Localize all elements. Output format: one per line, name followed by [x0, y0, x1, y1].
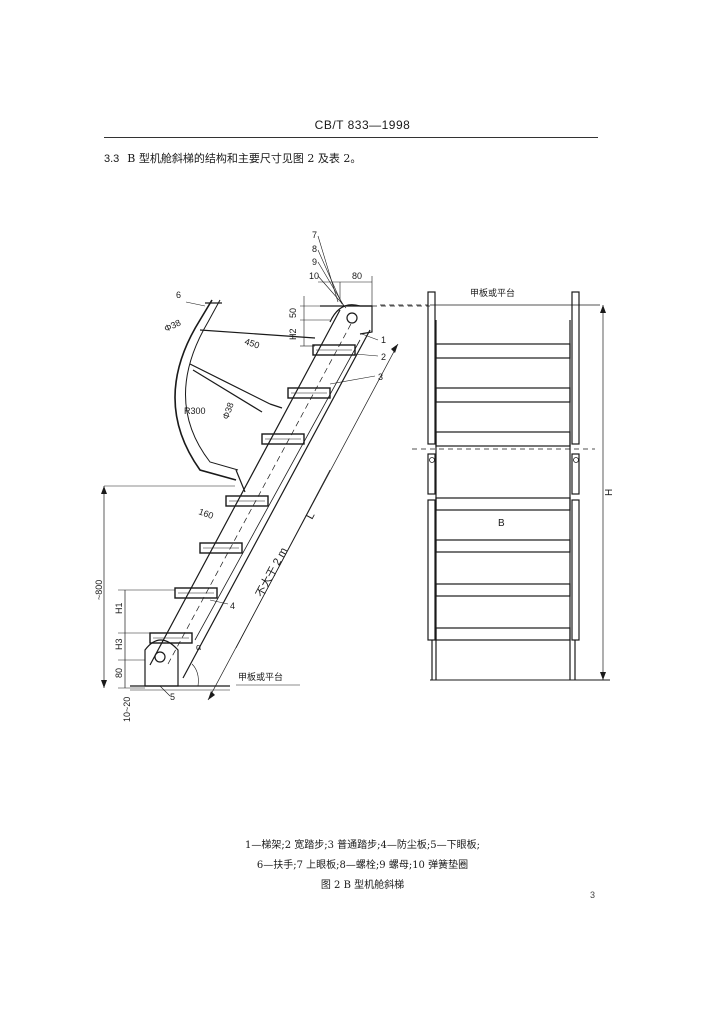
lower-eye-plate [144, 639, 179, 687]
dim-phi38-b: Φ38 [220, 401, 235, 421]
legend-line-1: 1—梯架;2 宽踏步;3 普通踏步;4—防尘板;5—下眼板; [244, 840, 480, 851]
callout-5: 5 [170, 692, 175, 702]
callout-3: 3 [378, 372, 383, 382]
dim-height-h: H [604, 489, 615, 496]
header-rule [104, 137, 598, 138]
standard-header: CB/T 833—1998 [314, 118, 411, 132]
deck-label-top: 甲板或平台 [470, 287, 515, 298]
stringer-upper [182, 329, 371, 679]
section-text: B 型机舱斜梯的结构和主要尺寸见图 2 及表 2。 [127, 152, 362, 165]
legend-line-2: 6—扶手;7 上眼板;8—螺栓;9 螺母;10 弹簧垫圈 [256, 860, 469, 871]
dim-not-more-2m: 不大于 2 m [252, 545, 290, 600]
dim-10-20: 10~20 [122, 697, 132, 722]
dim-450: 450 [243, 336, 260, 350]
front-view [427, 291, 580, 680]
callout-9: 9 [312, 257, 317, 267]
section-paragraph: 3.3 B 型机舱斜梯的结构和主要尺寸见图 2 及表 2。 [104, 150, 361, 166]
dim-80-bottom: 80 [114, 668, 124, 678]
dim-width-b: B [498, 518, 505, 529]
dim-h3: H3 [114, 638, 124, 650]
dim-h2: H2 [288, 328, 298, 340]
dim-approx800: ~800 [94, 580, 104, 600]
dim-160: 160 [197, 506, 215, 521]
dim-h1: H1 [114, 602, 124, 614]
section-number: 3.3 [104, 153, 120, 165]
callout-6: 6 [176, 290, 181, 300]
callout-8: 8 [312, 244, 317, 254]
angle-alpha: α [196, 642, 201, 652]
figure-caption: 图 2 B 型机舱斜梯 [320, 880, 405, 891]
callout-2: 2 [381, 352, 386, 362]
dim-phi38-a: Φ38 [163, 317, 183, 333]
callout-1: 1 [381, 335, 386, 345]
dim-length-l: L [304, 510, 317, 521]
callout-4: 4 [230, 601, 235, 611]
dim-80-top: 80 [352, 271, 362, 281]
page-number: 3 [590, 890, 596, 900]
callout-10: 10 [309, 271, 319, 281]
stringer-lower [149, 309, 341, 666]
upper-eye-plate [329, 304, 373, 335]
handrail [174, 299, 237, 481]
treads [149, 344, 356, 644]
deck-label-bottom: 甲板或平台 [238, 671, 283, 682]
dim-50: 50 [288, 308, 298, 318]
callout-7: 7 [312, 230, 317, 240]
dim-r300: R300 [184, 406, 206, 416]
